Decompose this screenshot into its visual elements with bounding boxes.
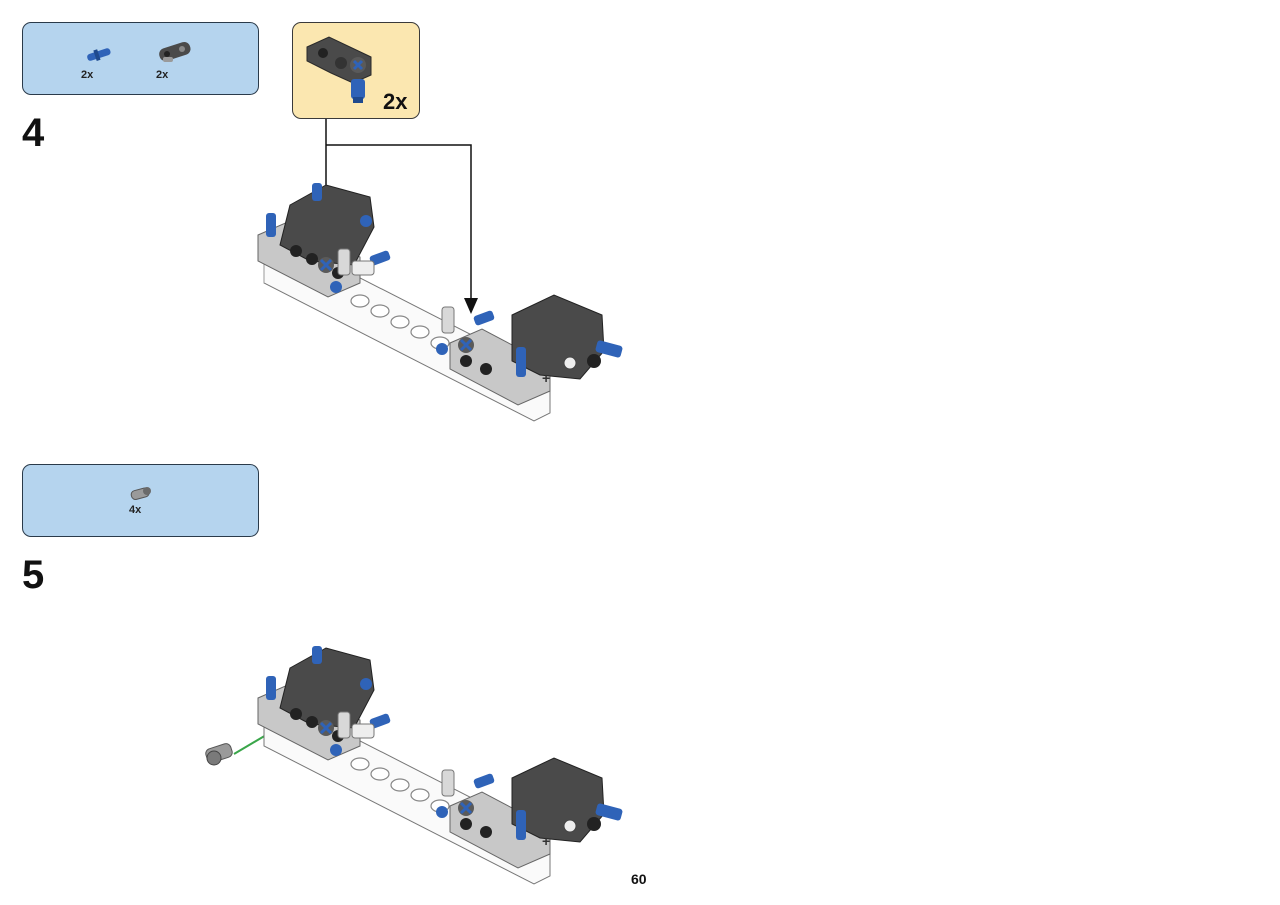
part-quantity: 2x: [81, 69, 94, 81]
step5-parts-list: 4x: [22, 464, 259, 537]
connector-with-pin-icon: [306, 36, 372, 103]
step4-model-illustration: +: [257, 183, 623, 422]
dark-gray-pin-connector-icon: [159, 41, 191, 62]
page-number: 60: [631, 871, 647, 887]
part-quantity: 4x: [129, 504, 142, 516]
blue-axle-pin-icon: [87, 48, 111, 61]
step-number: 4: [22, 111, 45, 155]
part-quantity: 2x: [156, 69, 169, 81]
step-number: 5: [22, 553, 45, 597]
step5-model-illustration: +: [205, 646, 623, 885]
step4-parts-list: 2x 2x: [22, 22, 259, 95]
svg-text:+: +: [542, 833, 550, 849]
subassembly-quantity: 2x: [383, 89, 408, 114]
svg-text:+: +: [542, 370, 550, 386]
gray-bush-pin-icon: [130, 487, 151, 501]
step4-subassembly-box: 2x: [292, 22, 420, 119]
